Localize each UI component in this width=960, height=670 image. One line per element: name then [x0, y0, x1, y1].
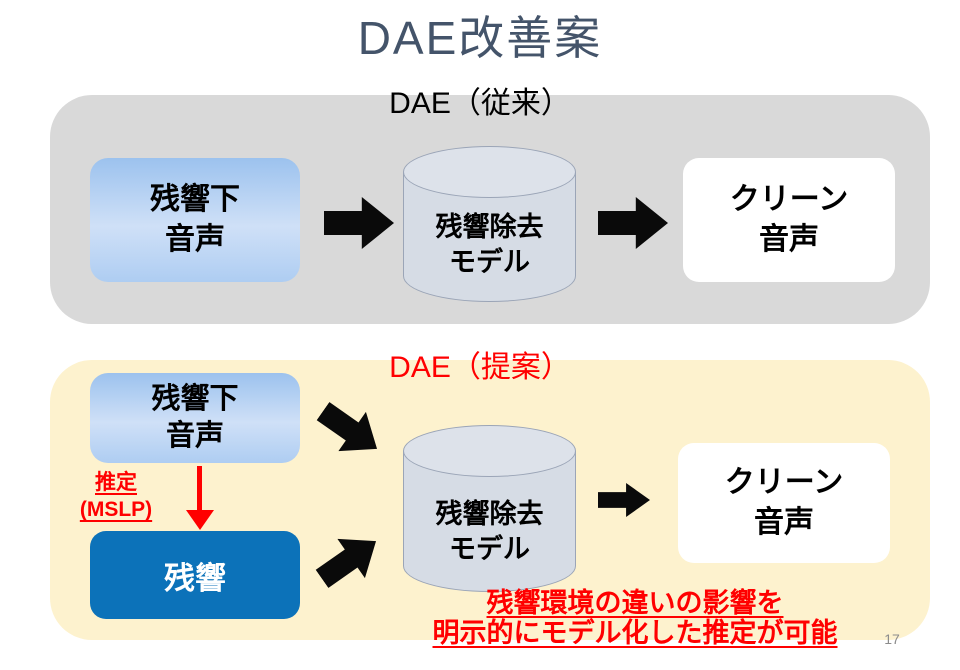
proposed-output-box: クリーン 音声	[678, 443, 890, 563]
cylinder-top-ellipse	[403, 146, 576, 198]
estimate-mslp-label: 推定 (MSLP)	[79, 471, 153, 522]
proposed-model-label: 残響除去 モデル	[435, 499, 544, 565]
conventional-input-box: 残響下 音声	[90, 158, 300, 282]
slide-title: DAE改善案	[357, 12, 603, 64]
arrow-head	[186, 510, 214, 530]
estimate-down-arrow-icon	[186, 466, 214, 530]
conventional-section-label: DAE（従来）	[389, 87, 571, 120]
proposed-note-text: 残響環境の違いの影響を 明示的にモデル化した推定が可能	[432, 588, 838, 649]
proposed-reverb-box: 残響	[90, 531, 300, 619]
cylinder-top-ellipse	[403, 425, 576, 477]
proposed-input-box: 残響下 音声	[90, 373, 300, 463]
proposed-section-label: DAE（提案）	[389, 351, 571, 384]
arrow-stem	[197, 466, 202, 512]
proposed-model-cylinder: 残響除去 モデル	[403, 425, 576, 592]
conventional-output-box: クリーン 音声	[683, 158, 895, 282]
conventional-model-label: 残響除去 モデル	[435, 212, 544, 278]
page-number: 17	[884, 631, 900, 647]
conventional-model-cylinder: 残響除去 モデル	[403, 146, 576, 302]
